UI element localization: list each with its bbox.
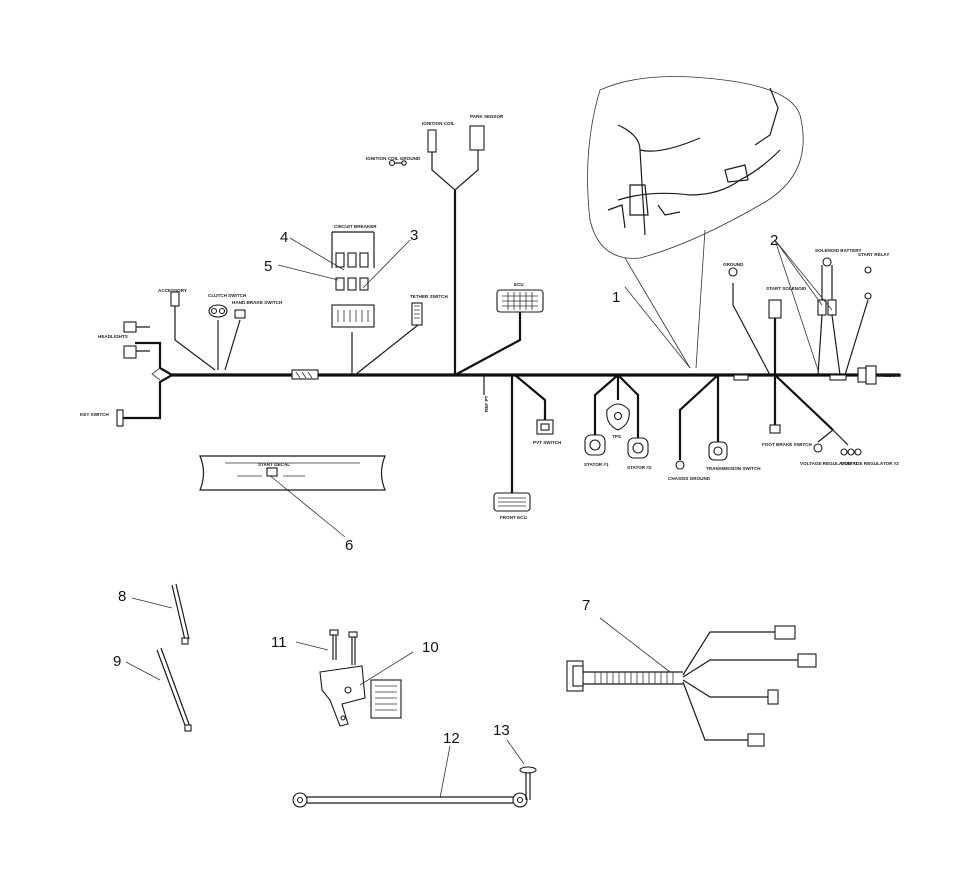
stator-tps-group: STATOR #1 TPS STATOR #2 bbox=[584, 374, 652, 470]
solenoid-battery-group: SOLENOID BATTERY START RELAY TAILLIGHT bbox=[815, 248, 902, 385]
start-decal-label: START DECAL bbox=[258, 462, 290, 467]
pvt-switch-label: PVT SWITCH bbox=[533, 440, 562, 445]
transmission-switch-label: TRANSMISSION SWITCH bbox=[706, 466, 761, 471]
ecu-label: ECU bbox=[514, 282, 524, 287]
callout-8: 8 bbox=[118, 588, 126, 605]
callout-1: 1 bbox=[612, 289, 620, 306]
ignition-coil-group: IGNITION COIL PARK SENSOR IGNITION COIL … bbox=[366, 114, 504, 375]
voltage-regulator-2-label: VOLTAGE REGULATOR #2 bbox=[841, 461, 899, 466]
clutch-switch-label: CLUTCH SWITCH bbox=[208, 293, 247, 298]
voltage-regulator-group: VOLTAGE REGULATOR #1 VOLTAGE REGULATOR #… bbox=[774, 374, 899, 466]
cable-tie-part-8 bbox=[131, 583, 190, 645]
screws-part-11 bbox=[295, 629, 358, 665]
voltage-regulator-1-label: VOLTAGE REGULATOR #1 bbox=[800, 461, 858, 466]
accessory-label: ACCESSORY bbox=[158, 288, 187, 293]
key-switch-connector: KEY SWITCH bbox=[80, 409, 124, 427]
hand-brake-switch-label: HAND BRAKE SWITCH bbox=[232, 300, 283, 305]
callout-10: 10 bbox=[422, 639, 439, 656]
chassis-transmission-group: CHASSIS GROUND TRANSMISSION SWITCH bbox=[668, 374, 761, 481]
circuit-breaker-block: CIRCUIT BREAKER bbox=[331, 224, 377, 375]
tether-switch-connector: TETHER SWITCH bbox=[354, 294, 448, 376]
front-ecu-label: FRONT ECU bbox=[500, 515, 527, 520]
ground-strap-part-12 bbox=[292, 745, 528, 808]
cable-tie-part-9 bbox=[125, 647, 192, 732]
callout-6: 6 bbox=[345, 537, 353, 554]
park-sensor-label: PARK SENSOR bbox=[470, 114, 504, 119]
callout-12: 12 bbox=[443, 730, 460, 747]
start-solenoid-group: GROUND START SOLENOID FOOT BRAKE SWITCH bbox=[723, 262, 812, 447]
start-decal-part: START DECAL bbox=[199, 455, 386, 491]
ignition-coil-label: IGNITION COIL bbox=[422, 121, 455, 126]
ecu-connector: ECU bbox=[454, 282, 544, 376]
callout-4: 4 bbox=[280, 229, 288, 246]
bracket-module-part-10 bbox=[319, 651, 414, 727]
callout-3: 3 bbox=[410, 227, 418, 244]
ref-pt-label: REF PT bbox=[484, 395, 489, 412]
sub-harness-part-7 bbox=[566, 617, 817, 747]
solenoid-battery-label: SOLENOID BATTERY bbox=[815, 248, 861, 253]
harness-zoom-bubble bbox=[587, 76, 804, 369]
ref-pt-marker: REF PT bbox=[483, 375, 489, 412]
callout-2: 2 bbox=[770, 232, 778, 249]
callout-leaders bbox=[267, 237, 833, 538]
key-switch-label: KEY SWITCH bbox=[80, 412, 109, 417]
stator-2-label: STATOR #2 bbox=[627, 465, 652, 470]
stator-1-label: STATOR #1 bbox=[584, 462, 609, 467]
headlights-connector: HEADLIGHTS bbox=[98, 321, 150, 359]
circuit-breaker-label: CIRCUIT BREAKER bbox=[334, 224, 377, 229]
callout-9: 9 bbox=[113, 653, 121, 670]
headlights-label: HEADLIGHTS bbox=[98, 334, 128, 339]
taillight-label: TAILLIGHT bbox=[878, 373, 902, 378]
callout-13: 13 bbox=[493, 722, 510, 739]
callout-7: 7 bbox=[582, 597, 590, 614]
bolt-part-13 bbox=[506, 739, 537, 800]
pvt-switch-connector: PVT SWITCH bbox=[514, 374, 562, 445]
foot-brake-switch-label: FOOT BRAKE SWITCH bbox=[762, 442, 812, 447]
front-ecu-connector: FRONT ECU bbox=[493, 375, 531, 520]
callout-11: 11 bbox=[271, 634, 287, 651]
left-switch-group: ACCESSORY CLUTCH SWITCH HAND BRAKE SWITC… bbox=[158, 288, 283, 371]
chassis-ground-label: CHASSIS GROUND bbox=[668, 476, 711, 481]
tether-switch-label: TETHER SWITCH bbox=[410, 294, 448, 299]
callout-5: 5 bbox=[264, 258, 272, 275]
ignition-coil-ground-label: IGNITION COIL GROUND bbox=[366, 156, 421, 161]
start-solenoid-label: START SOLENOID bbox=[766, 286, 807, 291]
start-relay-label: START RELAY bbox=[858, 252, 889, 257]
tps-label: TPS bbox=[612, 434, 621, 439]
main-harness bbox=[122, 341, 900, 420]
ground-label: GROUND bbox=[723, 262, 744, 267]
